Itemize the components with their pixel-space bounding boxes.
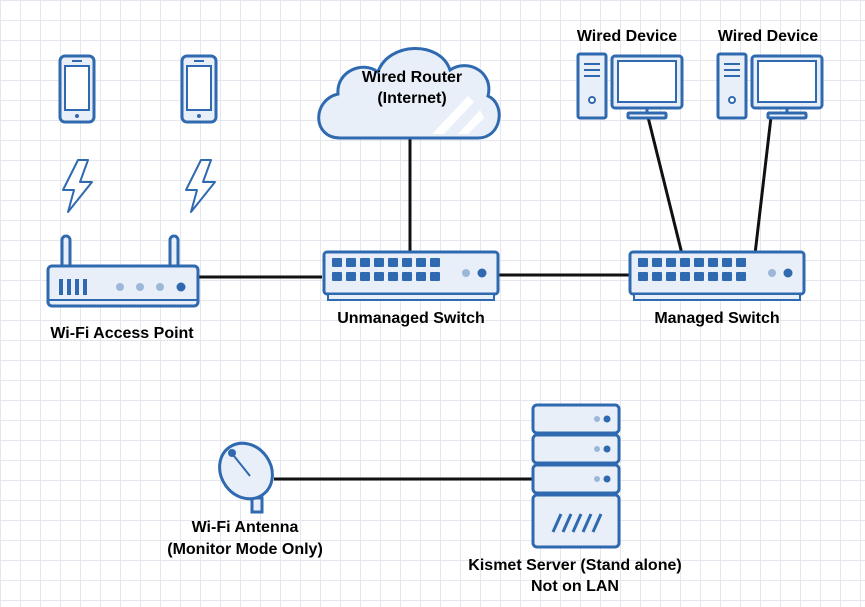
wifi-antenna-node[interactable]: Wi-Fi Antenna (Monitor Mode Only) [167, 433, 323, 558]
kismet-server-label-line1: Kismet Server (Stand alone) [468, 557, 681, 574]
link-wired-device-1-managed-switch [646, 116, 684, 255]
switch-port [332, 272, 342, 281]
kismet-server-label-line2: Not on LAN [531, 578, 619, 595]
switch-port [360, 258, 370, 267]
wired-device-1-node[interactable]: Wired Device [576, 28, 684, 120]
switch-port [388, 272, 398, 281]
switch-port [722, 258, 732, 267]
link-wired-device-2-managed-switch [753, 116, 773, 255]
wifi-antenna-label-line2: (Monitor Mode Only) [167, 541, 323, 558]
connections [198, 116, 773, 481]
network-switch-icon [628, 250, 806, 301]
switch-port [374, 258, 384, 267]
lightning-bolt-icon [185, 159, 216, 213]
wifi-antenna-label-line1: Wi-Fi Antenna [192, 519, 299, 536]
switch-port [638, 258, 648, 267]
switch-port [346, 258, 356, 267]
wifi-access-point-label: Wi-Fi Access Point [50, 325, 194, 342]
switch-port [736, 272, 746, 281]
wifi-router-icon [46, 234, 200, 308]
managed-switch-node[interactable]: Managed Switch [628, 250, 806, 327]
switch-port [638, 272, 648, 281]
switch-port [360, 272, 370, 281]
switch-port [402, 258, 412, 267]
switch-port [388, 258, 398, 267]
lightning-bolt-icon [62, 159, 93, 213]
wifi-access-point-node[interactable]: Wi-Fi Access Point [46, 234, 200, 342]
smartphone-icon [180, 54, 218, 124]
unmanaged-switch-label: Unmanaged Switch [337, 310, 485, 327]
switch-port [652, 258, 662, 267]
switch-port [416, 258, 426, 267]
satellite-dish-icon [218, 441, 274, 514]
switch-port [694, 258, 704, 267]
wired-router-node[interactable]: Wired Router (Internet) [317, 47, 501, 140]
switch-port [680, 272, 690, 281]
wired-device-2-node[interactable]: Wired Device [716, 28, 824, 120]
smartphone-2[interactable] [180, 54, 218, 124]
server-icon [531, 403, 621, 549]
wired-device-2-label: Wired Device [718, 28, 818, 45]
switch-port [666, 258, 676, 267]
switch-port [374, 272, 384, 281]
switch-port [708, 272, 718, 281]
wired-device-1-label: Wired Device [577, 28, 677, 45]
switch-port [652, 272, 662, 281]
switch-port [722, 272, 732, 281]
desktop-computer-icon [576, 52, 684, 120]
kismet-server-node[interactable]: Kismet Server (Stand alone) Not on LAN [468, 403, 682, 595]
switch-port [708, 258, 718, 267]
wired-router-label-line1: Wired Router [362, 69, 462, 86]
switch-port [346, 272, 356, 281]
desktop-computer-icon [716, 52, 824, 120]
wired-router-label-line2: (Internet) [377, 90, 446, 107]
unmanaged-switch-node[interactable]: Unmanaged Switch [322, 250, 500, 327]
switch-port [332, 258, 342, 267]
switch-port [430, 258, 440, 267]
switch-port [680, 258, 690, 267]
switch-port [430, 272, 440, 281]
smartphone-icon [58, 54, 96, 124]
switch-port [736, 258, 746, 267]
switch-port [402, 272, 412, 281]
managed-switch-label: Managed Switch [654, 310, 779, 327]
smartphone-1[interactable] [58, 54, 96, 124]
switch-port [416, 272, 426, 281]
cloud-shine-decoration [432, 96, 484, 134]
switch-port [666, 272, 676, 281]
network-switch-icon [322, 250, 500, 301]
switch-port [694, 272, 704, 281]
